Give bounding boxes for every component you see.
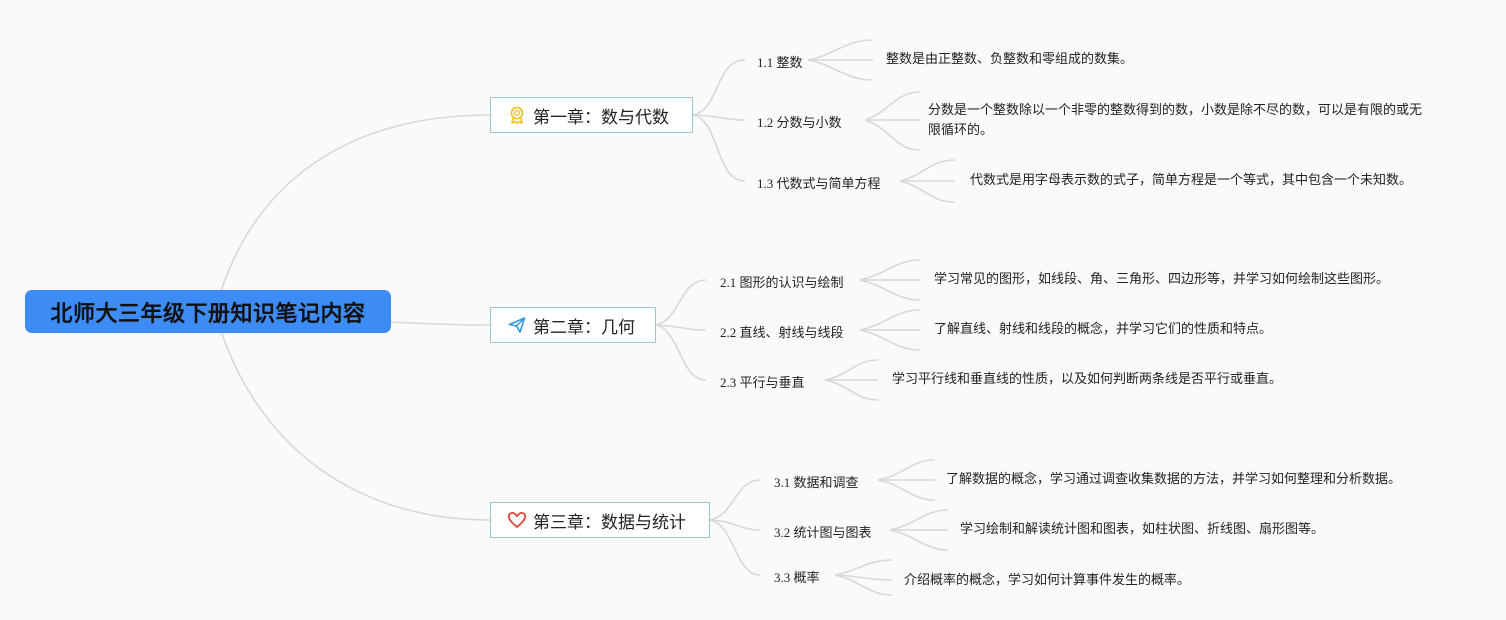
subtopic-3-2[interactable]: 3.2 统计图与图表 xyxy=(774,525,872,540)
chapter-1-topic[interactable]: 第一章：数与代数 xyxy=(490,97,693,133)
subtopic-2-2[interactable]: 2.2 直线、射线与线段 xyxy=(720,325,844,340)
subtopic-3-3[interactable]: 3.3 概率 xyxy=(774,570,820,585)
subtopic-1-3[interactable]: 1.3 代数式与简单方程 xyxy=(757,176,881,191)
root-topic[interactable]: 北师大三年级下册知识笔记内容 xyxy=(25,290,391,333)
subtopic-3-1[interactable]: 3.1 数据和调查 xyxy=(774,475,859,490)
award-ribbon-icon xyxy=(507,105,527,125)
subtopic-1-1[interactable]: 1.1 整数 xyxy=(757,55,803,70)
chapter-2-title: 第二章：几何 xyxy=(533,317,635,338)
heart-icon xyxy=(507,510,527,530)
subtopic-2-1[interactable]: 2.1 图形的认识与绘制 xyxy=(720,275,844,290)
note-3-1: 了解数据的概念，学习通过调查收集数据的方法，并学习如何整理和分析数据。 xyxy=(946,472,1402,487)
paper-plane-icon xyxy=(507,315,527,335)
chapter-1-title: 第一章：数与代数 xyxy=(533,107,669,128)
note-2-2: 了解直线、射线和线段的概念，并学习它们的性质和特点。 xyxy=(934,322,1273,337)
chapter-3-topic[interactable]: 第三章：数据与统计 xyxy=(490,502,710,538)
note-1-3: 代数式是用字母表示数的式子，简单方程是一个等式，其中包含一个未知数。 xyxy=(970,173,1413,188)
note-2-1: 学习常见的图形，如线段、角、三角形、四边形等，并学习如何绘制这些图形。 xyxy=(934,272,1390,287)
subtopic-1-2[interactable]: 1.2 分数与小数 xyxy=(757,115,842,130)
note-1-1: 整数是由正整数、负整数和零组成的数集。 xyxy=(886,52,1134,67)
note-2-3: 学习平行线和垂直线的性质，以及如何判断两条线是否平行或垂直。 xyxy=(892,372,1283,387)
note-3-3: 介绍概率的概念，学习如何计算事件发生的概率。 xyxy=(904,573,1191,588)
note-3-2: 学习绘制和解读统计图和图表，如柱状图、折线图、扇形图等。 xyxy=(960,522,1325,537)
subtopic-2-3[interactable]: 2.3 平行与垂直 xyxy=(720,375,805,390)
note-1-2: 分数是一个整数除以一个非零的整数得到的数，小数是除不尽的数，可以是有限的或无限循… xyxy=(928,103,1423,138)
chapter-3-title: 第三章：数据与统计 xyxy=(533,512,686,533)
chapter-2-topic[interactable]: 第二章：几何 xyxy=(490,307,656,343)
